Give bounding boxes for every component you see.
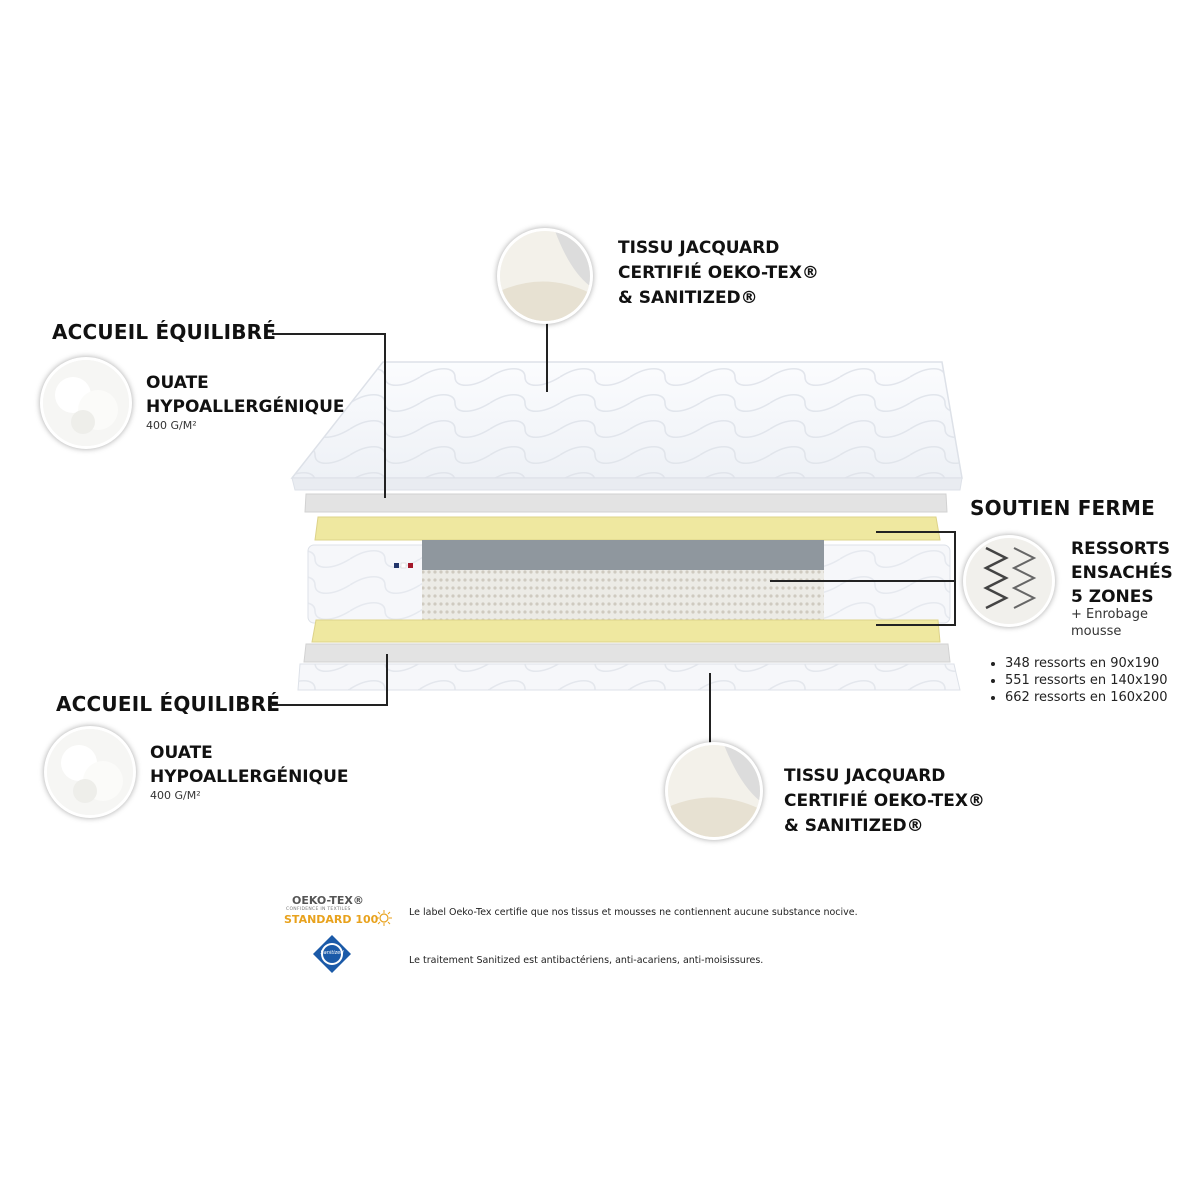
upper-comfort-leader-h xyxy=(272,333,385,335)
support-line3: 5 ZONES xyxy=(1071,587,1154,607)
sanitized-logo: Sanitized xyxy=(312,934,352,974)
spring-count-list: 348 ressorts en 90x190 551 ressorts en 1… xyxy=(985,655,1168,706)
lower-comfort-line1: OUATE xyxy=(150,743,213,763)
sanitized-logo-text: Sanitized xyxy=(320,950,344,956)
upper-foam-layer xyxy=(314,516,941,541)
wadding-texture-icon xyxy=(43,360,129,446)
bottom-fabric-line2: CERTIFIÉ OEKO-TEX® xyxy=(784,791,985,811)
fabric-texture-icon xyxy=(668,745,760,837)
spring-core-layer xyxy=(307,540,951,624)
sanitized-description: Le traitement Sanitized est antibactérie… xyxy=(409,955,764,966)
bottom-fabric-leader xyxy=(709,673,711,745)
lower-comfort-line2: HYPOALLERGÉNIQUE xyxy=(150,767,349,787)
lower-wadding-layer xyxy=(303,643,951,663)
list-item: 662 ressorts en 160x200 xyxy=(1005,689,1168,706)
spring-icon xyxy=(966,538,1052,624)
support-leader-mid xyxy=(770,580,955,582)
springs-swatch xyxy=(963,535,1055,627)
top-fabric-swatch xyxy=(497,228,593,324)
support-leader-v xyxy=(954,531,956,626)
top-fabric-line1: TISSU JACQUARD xyxy=(618,238,780,258)
bottom-fabric-layer xyxy=(297,663,961,691)
support-leader-top xyxy=(876,531,955,533)
lower-comfort-title: ACCUEIL ÉQUILIBRÉ xyxy=(56,692,281,716)
upper-comfort-weight: 400 G/M² xyxy=(146,419,197,432)
sun-icon xyxy=(376,910,392,926)
top-fabric-line2: CERTIFIÉ OEKO-TEX® xyxy=(618,263,819,283)
oeko-tex-logo-line1: OEKO-TEX® xyxy=(292,894,364,907)
bottom-fabric-line1: TISSU JACQUARD xyxy=(784,766,946,786)
fabric-texture-icon xyxy=(500,231,590,321)
oeko-tex-logo-line3: STANDARD 100 xyxy=(284,913,379,926)
lower-comfort-leader-h xyxy=(272,704,387,706)
support-extra1: + Enrobage xyxy=(1071,607,1148,622)
support-leader-bot xyxy=(876,624,955,626)
bottom-fabric-swatch xyxy=(665,742,763,840)
list-item: 348 ressorts en 90x190 xyxy=(1005,655,1168,672)
lower-comfort-leader-v xyxy=(386,654,388,706)
upper-comfort-line1: OUATE xyxy=(146,373,209,393)
lower-wadding-swatch xyxy=(44,726,136,818)
upper-comfort-leader-v xyxy=(384,333,386,498)
upper-comfort-title: ACCUEIL ÉQUILIBRÉ xyxy=(52,320,277,344)
lower-foam-layer xyxy=(311,619,941,643)
oeko-tex-logo: OEKO-TEX® CONFIDENCE IN TEXTILES STANDAR… xyxy=(284,894,396,930)
top-fabric-layer xyxy=(290,361,963,491)
support-line2: ENSACHÉS xyxy=(1071,563,1173,583)
wadding-texture-icon xyxy=(47,729,133,815)
upper-comfort-line2: HYPOALLERGÉNIQUE xyxy=(146,397,345,417)
support-title: SOUTIEN FERME xyxy=(970,496,1155,520)
lower-comfort-weight: 400 G/M² xyxy=(150,789,201,802)
sanitized-badge-icon xyxy=(313,935,351,973)
upper-wadding-swatch xyxy=(40,357,132,449)
oeko-tex-description: Le label Oeko-Tex certifie que nos tissu… xyxy=(409,907,858,918)
list-item: 551 ressorts en 140x190 xyxy=(1005,672,1168,689)
top-fabric-line3: & SANITIZED® xyxy=(618,288,758,308)
support-extra2: mousse xyxy=(1071,624,1122,639)
support-line1: RESSORTS xyxy=(1071,539,1171,559)
bottom-fabric-line3: & SANITIZED® xyxy=(784,816,924,836)
upper-wadding-layer xyxy=(304,493,948,513)
oeko-tex-logo-line2: CONFIDENCE IN TEXTILES xyxy=(286,907,351,912)
top-fabric-leader xyxy=(546,322,548,392)
